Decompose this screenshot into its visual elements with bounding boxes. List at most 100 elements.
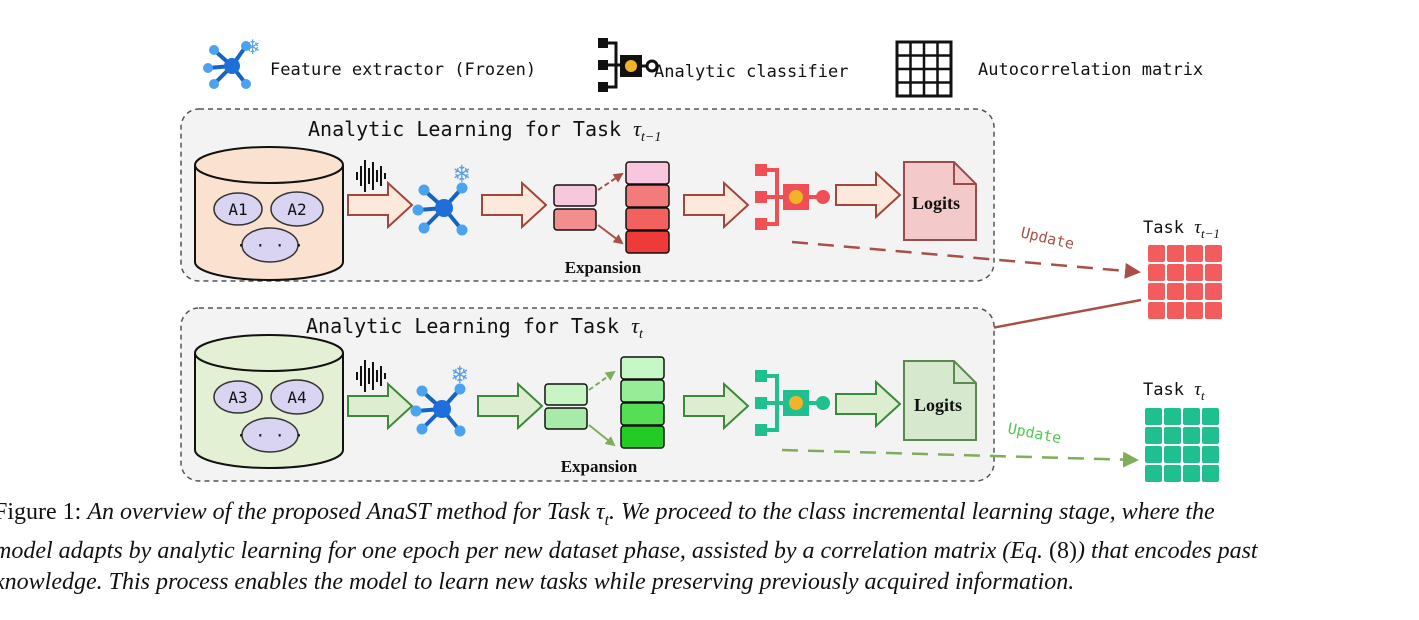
- update-label: Update: [1006, 419, 1063, 447]
- feature-extractor-icon: ❄: [410, 360, 468, 437]
- feature-block: [553, 208, 597, 231]
- svg-text:❄: ❄: [246, 35, 259, 60]
- matrix-cell: [1167, 264, 1184, 281]
- analytic-classifier-icon: [755, 370, 830, 436]
- svg-text:A4: A4: [287, 388, 306, 407]
- logits-document: Logits: [903, 161, 977, 241]
- legend-analytic-classifier-label: Analytic classifier: [654, 62, 848, 82]
- matrix-cell: [1183, 408, 1200, 425]
- update-label: Update: [1019, 223, 1076, 253]
- svg-text:Logits: Logits: [912, 193, 960, 213]
- legend-autocorrelation-matrix-label: Autocorrelation matrix: [978, 60, 1203, 80]
- matrix-cell: [1205, 302, 1222, 319]
- matrix-cell: [1186, 245, 1203, 262]
- diagram: ❄ Feature extractor (Frozen) Analytic cl…: [180, 35, 1222, 482]
- panel-task-t: Analytic Learning for Task τt A3 A4 · · …: [180, 307, 995, 482]
- matrix-label: Task τt: [1143, 379, 1205, 403]
- caption-line-1: Figure 1: An overview of the proposed An…: [0, 499, 1215, 529]
- matrix-cell: [1167, 302, 1184, 319]
- data-cloud: A2: [270, 191, 324, 227]
- dataset-cylinder: A3 A4 · · · ·: [194, 334, 344, 469]
- figure-caption: Figure 1: An overview of the proposed An…: [0, 497, 1419, 598]
- matrix-cell: [1186, 264, 1203, 281]
- update-arrow: [781, 448, 1139, 468]
- matrix-cell: [1145, 427, 1162, 444]
- matrix-cell: [1186, 283, 1203, 300]
- svg-text:A3: A3: [228, 388, 247, 407]
- matrix-cell: [1183, 427, 1200, 444]
- svg-text:❄: ❄: [454, 159, 470, 189]
- waveform-icon: [356, 160, 386, 192]
- expansion-label: Expansion: [565, 258, 642, 277]
- block-arrow: [683, 381, 750, 431]
- analytic-classifier-icon: [598, 38, 659, 92]
- matrix-cell: [1148, 283, 1165, 300]
- data-cloud: A3: [213, 380, 263, 414]
- feature-block: [553, 184, 597, 207]
- matrix-cell: [1205, 245, 1222, 262]
- logits-document: Logits: [903, 360, 977, 441]
- matrix-cell: [1202, 446, 1219, 463]
- matrix-grid: [1148, 245, 1222, 319]
- update-arrow: [791, 240, 1141, 279]
- data-cloud: A1: [213, 192, 263, 226]
- svg-text:· · · ·: · · · ·: [236, 236, 303, 255]
- expansion-arrow: [588, 370, 616, 391]
- block-arrow: [835, 379, 902, 429]
- caption-line-2: model adapts by analytic learning for on…: [0, 537, 1258, 564]
- block-arrow: [683, 180, 750, 230]
- feature-block: [544, 407, 588, 430]
- matrix-cell: [1148, 302, 1165, 319]
- matrix-cell: [1164, 408, 1181, 425]
- matrix-cell: [1164, 446, 1181, 463]
- svg-text:· · · ·: · · · ·: [236, 426, 303, 445]
- matrix-cell: [1145, 446, 1162, 463]
- matrix-cell: [1148, 245, 1165, 262]
- block-arrow: [477, 381, 544, 431]
- matrix-cell: [1145, 465, 1162, 482]
- matrix-cell: [1202, 465, 1219, 482]
- expanded-feature-stack: [625, 161, 670, 254]
- expansion-arrow: [588, 424, 616, 447]
- matrix-cell: [1164, 465, 1181, 482]
- matrix-cell: [1167, 283, 1184, 300]
- svg-text:❄: ❄: [452, 360, 468, 390]
- matrix-label: Task τt−1: [1143, 217, 1220, 241]
- matrix-cell: [1183, 446, 1200, 463]
- matrix-grid: [1145, 408, 1219, 482]
- data-cloud: A4: [270, 379, 324, 415]
- expansion-label: Expansion: [561, 457, 638, 476]
- panel-title: Analytic Learning for Task τt: [306, 313, 644, 342]
- feature-extractor-icon: ❄: [412, 159, 470, 236]
- matrix-cell: [1167, 245, 1184, 262]
- autocorrelation-matrix-task-t-minus-1: Task τt−1: [1143, 217, 1222, 319]
- block-arrow: [481, 180, 548, 230]
- panel-title: Analytic Learning for Task τt−1: [308, 116, 661, 145]
- expansion-arrow: [597, 172, 624, 191]
- analytic-classifier-icon: [755, 164, 830, 230]
- data-cloud: · · · ·: [236, 227, 304, 263]
- matrix-cell: [1205, 283, 1222, 300]
- caption-line-3: knowledge. This process enables the mode…: [0, 568, 1075, 595]
- svg-text:Logits: Logits: [914, 395, 962, 415]
- matrix-cell: [1202, 427, 1219, 444]
- waveform-icon: [356, 360, 386, 392]
- matrix-cell: [1202, 408, 1219, 425]
- matrix-cell: [1186, 302, 1203, 319]
- block-arrow: [835, 170, 902, 220]
- matrix-cell: [1148, 264, 1165, 281]
- dataset-cylinder: A1 A2 · · · ·: [194, 146, 344, 281]
- expansion-arrow: [597, 224, 624, 245]
- matrix-cell: [1205, 264, 1222, 281]
- autocorrelation-matrix-task-t: Task τt: [1143, 379, 1219, 482]
- legend: ❄ Feature extractor (Frozen) Analytic cl…: [203, 35, 1203, 98]
- autocorrelation-matrix-icon: [895, 40, 953, 98]
- matrix-cell: [1183, 465, 1200, 482]
- feature-extractor-icon: ❄: [203, 35, 259, 89]
- legend-feature-extractor-label: Feature extractor (Frozen): [270, 60, 536, 80]
- matrix-cell: [1145, 408, 1162, 425]
- svg-text:A2: A2: [287, 200, 306, 219]
- panel-task-t-minus-1: Analytic Learning for Task τt−1 A1 A2 · …: [180, 108, 995, 282]
- block-arrow: [347, 180, 414, 230]
- matrix-cell: [1164, 427, 1181, 444]
